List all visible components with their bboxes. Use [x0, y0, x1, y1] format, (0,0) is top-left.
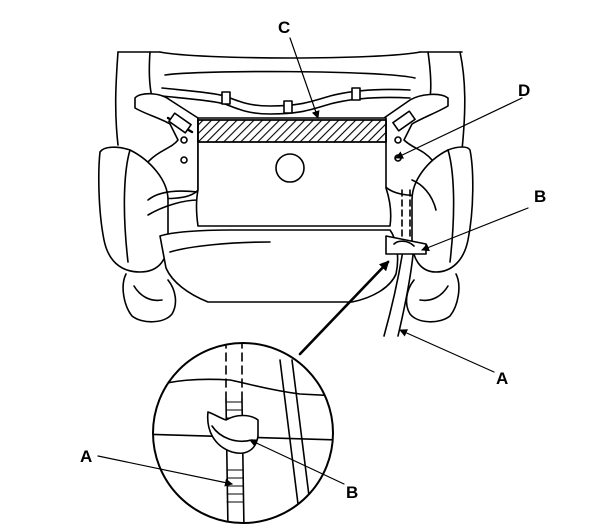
- seat-frame-plate: [195, 117, 392, 227]
- rod-c: [161, 87, 411, 115]
- right-cushion-bolster: [411, 146, 474, 273]
- label-b-lower: B: [346, 483, 358, 502]
- lower-seat-pan: [159, 229, 399, 303]
- detail-arrow: [298, 260, 390, 356]
- label-b-upper: B: [534, 187, 546, 206]
- label-d: D: [518, 81, 530, 100]
- left-cushion-bolster: [98, 146, 199, 273]
- label-a-lower: A: [80, 447, 92, 466]
- detail-leader-lines: [97, 439, 345, 487]
- clip-b: [385, 235, 427, 255]
- leader-lines: [289, 37, 529, 373]
- label-c: C: [278, 18, 290, 37]
- label-a-upper: A: [496, 369, 508, 388]
- seat-back-outline: [114, 51, 466, 151]
- detail-view: [152, 342, 334, 524]
